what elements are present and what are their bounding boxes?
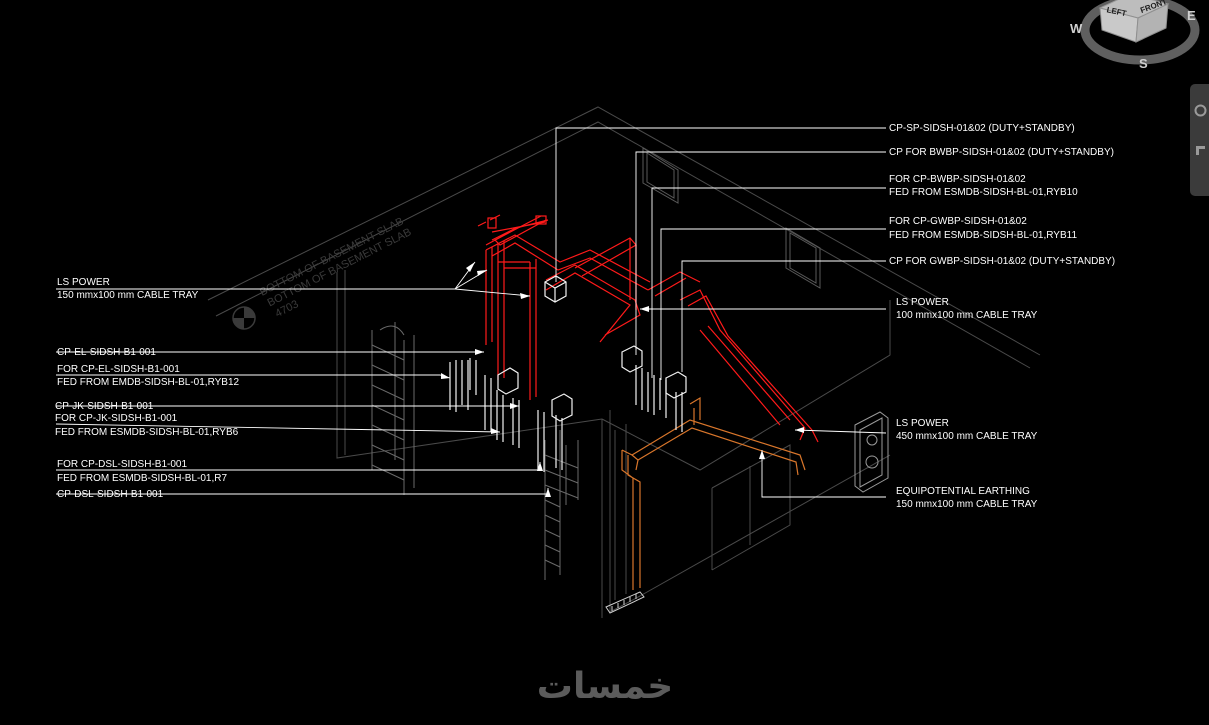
label-for-cp-gwbp: FOR CP-GWBP-SIDSH-01&02 FED FROM ESMDB-S… [889, 216, 1077, 241]
slab-label-1: BOTTOM OF BASEMENT SLAB [258, 215, 406, 298]
pan-icon[interactable] [1194, 144, 1207, 157]
cable-ladder-left [371, 322, 415, 495]
label-for-cp-dsl: FOR CP-DSL-SIDSH-B1-001 FED FROM ESMDB-S… [57, 459, 227, 484]
navigation-bar[interactable] [1190, 84, 1209, 196]
svg-text:FED FROM ESMDB-SIDSH-BL-01,RYB: FED FROM ESMDB-SIDSH-BL-01,RYB10 [889, 187, 1078, 198]
slab-annotation: BOTTOM OF BASEMENT SLAB BOTTOM OF BASEME… [258, 215, 414, 320]
control-panels [449, 275, 687, 472]
label-ls-power-100: LS POWER 100 mmx100 mm CABLE TRAY [896, 297, 1038, 321]
level-marker-icon [232, 306, 256, 330]
svg-text:FOR CP-EL-SIDSH-B1-001: FOR CP-EL-SIDSH-B1-001 [57, 364, 180, 375]
svg-text:FED FROM ESMDB-SIDSH-BL-01,RYB: FED FROM ESMDB-SIDSH-BL-01,RYB11 [889, 230, 1077, 241]
label-cp-sp: CP-SP-SIDSH-01&02 (DUTY+STANDBY) [889, 123, 1075, 134]
label-for-cp-jk: FOR CP-JK-SIDSH-B1-001 FED FROM ESMDB-SI… [55, 413, 239, 438]
svg-text:450 mmx100 mm CABLE TRAY: 450 mmx100 mm CABLE TRAY [896, 431, 1038, 442]
svg-text:FOR CP-GWBP-SIDSH-01&02: FOR CP-GWBP-SIDSH-01&02 [889, 216, 1027, 227]
svg-text:FED FROM ESMDB-SIDSH-BL-01,RYB: FED FROM ESMDB-SIDSH-BL-01,RYB6 [55, 427, 239, 438]
compass-ring[interactable] [1080, 0, 1200, 65]
svg-text:CP-SP-SIDSH-01&02 (DUTY+STANDB: CP-SP-SIDSH-01&02 (DUTY+STANDBY) [889, 123, 1075, 134]
compass-south: S [1139, 56, 1148, 71]
svg-text:150 mmx100 mm CABLE TRAY: 150 mmx100 mm CABLE TRAY [57, 290, 199, 301]
label-cp-gwbp: CP FOR GWBP-SIDSH-01&02 (DUTY+STANDBY) [889, 256, 1115, 267]
annotations-left: LS POWER 150 mmx100 mm CABLE TRAY CP-EL-… [55, 277, 240, 500]
svg-text:CP FOR GWBP-SIDSH-01&02 (DUTY+: CP FOR GWBP-SIDSH-01&02 (DUTY+STANDBY) [889, 256, 1115, 267]
watermark-logo: خمسات [536, 666, 674, 707]
svg-text:100 mmx100 mm CABLE TRAY: 100 mmx100 mm CABLE TRAY [896, 310, 1038, 321]
svg-text:FED FROM EMDB-SIDSH-BL-01,RYB1: FED FROM EMDB-SIDSH-BL-01,RYB12 [57, 377, 240, 388]
label-cp-jk: CP-JK-SIDSH-B1-001 [55, 401, 154, 412]
label-equipotential-earthing: EQUIPOTENTIAL EARTHING 150 mmx100 mm CAB… [896, 486, 1038, 510]
svg-text:FOR CP-JK-SIDSH-B1-001: FOR CP-JK-SIDSH-B1-001 [55, 413, 178, 424]
steering-wheel-icon[interactable] [1194, 104, 1207, 117]
earthing-termination [605, 591, 645, 614]
label-for-cp-el: FOR CP-EL-SIDSH-B1-001 FED FROM EMDB-SID… [57, 364, 240, 388]
svg-text:LS POWER: LS POWER [896, 297, 949, 308]
viewcube-face-front[interactable] [1135, 3, 1169, 43]
compass-east: E [1187, 8, 1196, 23]
compass-west: W [1070, 21, 1083, 36]
room-outline [207, 106, 1041, 618]
svg-text:LS POWER: LS POWER [57, 277, 110, 288]
label-cp-dsl: CP-DSL-SIDSH-B1-001 [57, 489, 164, 500]
equipotential-earthing-tray[interactable] [621, 396, 806, 590]
svg-text:FOR CP-DSL-SIDSH-B1-001: FOR CP-DSL-SIDSH-B1-001 [57, 459, 187, 470]
svg-text:FOR CP-BWBP-SIDSH-01&02: FOR CP-BWBP-SIDSH-01&02 [889, 174, 1026, 185]
label-for-cp-bwbp: FOR CP-BWBP-SIDSH-01&02 FED FROM ESMDB-S… [889, 174, 1078, 198]
label-cp-bwbp: CP FOR BWBP-SIDSH-01&02 (DUTY+STANDBY) [889, 147, 1114, 158]
svg-text:CP-DSL-SIDSH-B1-001: CP-DSL-SIDSH-B1-001 [57, 489, 164, 500]
label-cp-el: CP-EL-SIDSH-B1-001 [57, 347, 156, 358]
viewcube[interactable]: LEFT FRONT W S E [1070, 0, 1200, 71]
viewcube-left-label: LEFT [1106, 5, 1128, 18]
wall-openings [642, 147, 821, 289]
leader-lines [55, 127, 887, 498]
annotations-right: CP-SP-SIDSH-01&02 (DUTY+STANDBY) CP FOR … [889, 123, 1115, 510]
svg-text:EQUIPOTENTIAL EARTHING: EQUIPOTENTIAL EARTHING [896, 486, 1030, 497]
svg-text:150 mmx100 mm CABLE TRAY: 150 mmx100 mm CABLE TRAY [896, 499, 1038, 510]
svg-text:LS POWER: LS POWER [896, 418, 949, 429]
svg-text:CP-EL-SIDSH-B1-001: CP-EL-SIDSH-B1-001 [57, 347, 156, 358]
leader-arrowheads [441, 262, 804, 497]
label-ls-power-450: LS POWER 450 mmx100 mm CABLE TRAY [896, 418, 1038, 442]
wall-panel-right [854, 411, 889, 493]
label-ls-power-150: LS POWER 150 mmx100 mm CABLE TRAY [57, 277, 199, 301]
svg-text:FED FROM ESMDB-SIDSH-BL-01,R7: FED FROM ESMDB-SIDSH-BL-01,R7 [57, 473, 227, 484]
svg-text:CP-JK-SIDSH-B1-001: CP-JK-SIDSH-B1-001 [55, 401, 154, 412]
slab-label-2: BOTTOM OF BASEMENT SLAB [266, 226, 414, 309]
svg-text:CP FOR BWBP-SIDSH-01&02 (DUTY+: CP FOR BWBP-SIDSH-01&02 (DUTY+STANDBY) [889, 147, 1114, 158]
